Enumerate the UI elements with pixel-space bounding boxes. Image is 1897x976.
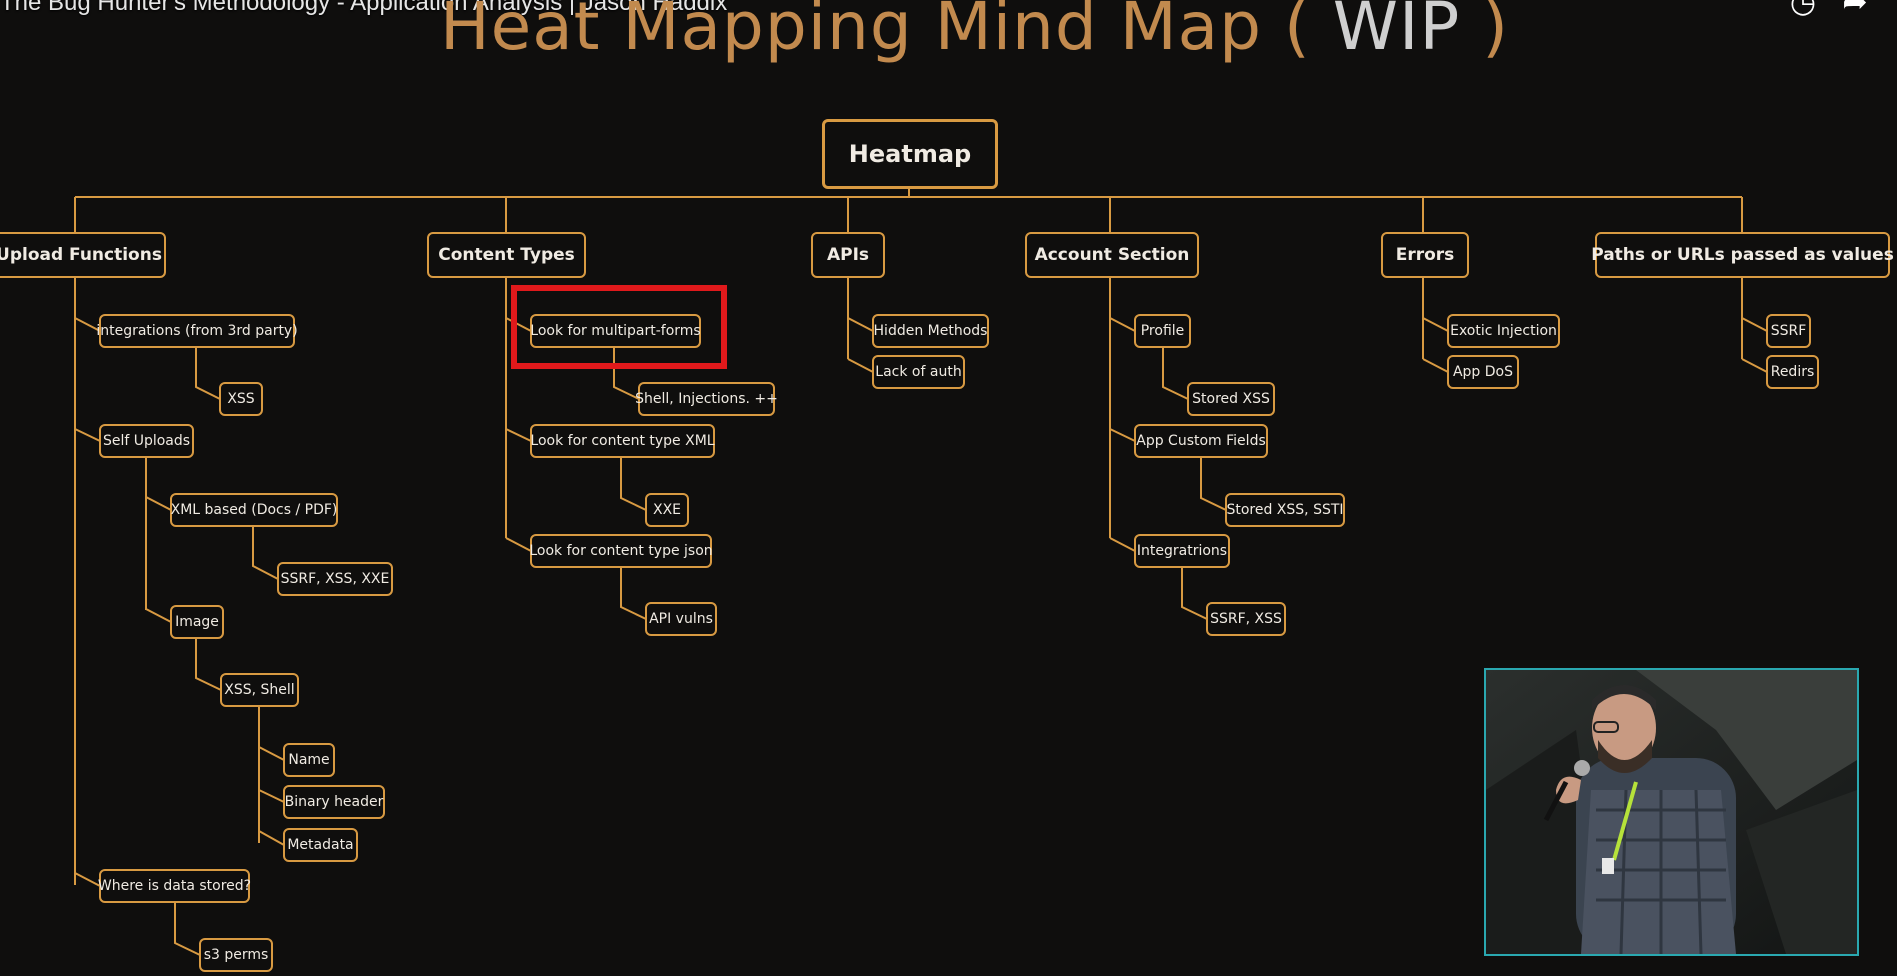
node-integratrions: Integratrions (1134, 534, 1230, 568)
node-metadata: Metadata (283, 828, 358, 862)
root-connector (74, 188, 1743, 232)
node-redirs: Redirs (1766, 355, 1819, 389)
node-stored-xss: Stored XSS (1187, 382, 1275, 416)
slide-title-wip: WIP (1332, 0, 1461, 65)
mindmap-root-node: Heatmap (822, 119, 998, 189)
node-self-uploads: Self Uploads (99, 424, 194, 458)
category-upload-functions: Upload Functions (0, 232, 166, 278)
node-app-dos: App DoS (1447, 355, 1519, 389)
node-content-type-json: Look for content type json (529, 534, 713, 568)
node-where-data-stored: Where is data stored? (98, 869, 251, 903)
paths-urls-connectors (1741, 278, 1768, 373)
slide-title: Heat Mapping Mind Map ( WIP ) (440, 0, 1508, 65)
node-api-vulns: API vulns (645, 602, 717, 636)
share-arrow-icon[interactable]: ➦ (1842, 0, 1868, 20)
node-xxe: XXE (645, 493, 689, 527)
slide-title-close: ) (1482, 0, 1510, 65)
node-ssrf-xss-xxe: SSRF, XSS, XXE (277, 562, 393, 596)
node-stored-xss-ssti: Stored XSS, SSTI (1225, 493, 1345, 527)
errors-connectors (1422, 278, 1449, 373)
node-image: Image (170, 605, 224, 639)
node-xss: XSS (219, 382, 263, 416)
category-errors: Errors (1381, 232, 1469, 278)
category-content-types: Content Types (427, 232, 586, 278)
node-integrations-3rd-party: integrations (from 3rd party) (96, 314, 298, 348)
node-content-type-xml: Look for content type XML (530, 424, 715, 458)
node-s3-perms: s3 perms (199, 938, 273, 972)
category-account-section: Account Section (1025, 232, 1199, 278)
highlight-box (511, 285, 727, 369)
node-ssrf: SSRF (1766, 314, 1811, 348)
speaker-figure (1543, 685, 1736, 954)
video-title[interactable]: The Bug Hunter's Methodology - Applicati… (0, 0, 728, 16)
content-types-connectors (505, 278, 647, 620)
node-app-custom-fields: App Custom Fields (1134, 424, 1268, 458)
node-lack-of-auth: Lack of auth (872, 355, 965, 389)
clock-icon[interactable]: ◷ (1789, 0, 1817, 20)
node-exotic-injection: Exotic Injection (1447, 314, 1560, 348)
category-apis: APIs (811, 232, 885, 278)
node-binary-header: Binary header (283, 785, 385, 819)
speaker-video-frame (1486, 670, 1857, 954)
apis-connectors (847, 278, 874, 373)
node-hidden-methods: Hidden Methods (872, 314, 989, 348)
account-section-connectors (1109, 278, 1227, 620)
node-multipart-forms: Look for multipart-forms (530, 314, 701, 348)
node-xss-shell: XSS, Shell (220, 673, 299, 707)
speaker-video-inset (1484, 668, 1859, 956)
node-profile: Profile (1134, 314, 1191, 348)
upload-functions-connectors (74, 278, 285, 956)
category-paths-urls: Paths or URLs passed as values (1591, 232, 1894, 278)
node-ssrf-xss: SSRF, XSS (1206, 602, 1286, 636)
node-xml-based: XML based (Docs / PDF) (170, 493, 338, 527)
node-shell-injections: Shell, Injections. ++ (635, 382, 778, 416)
slide-title-main: Heat Mapping Mind Map ( (440, 0, 1311, 65)
node-name: Name (283, 743, 335, 777)
